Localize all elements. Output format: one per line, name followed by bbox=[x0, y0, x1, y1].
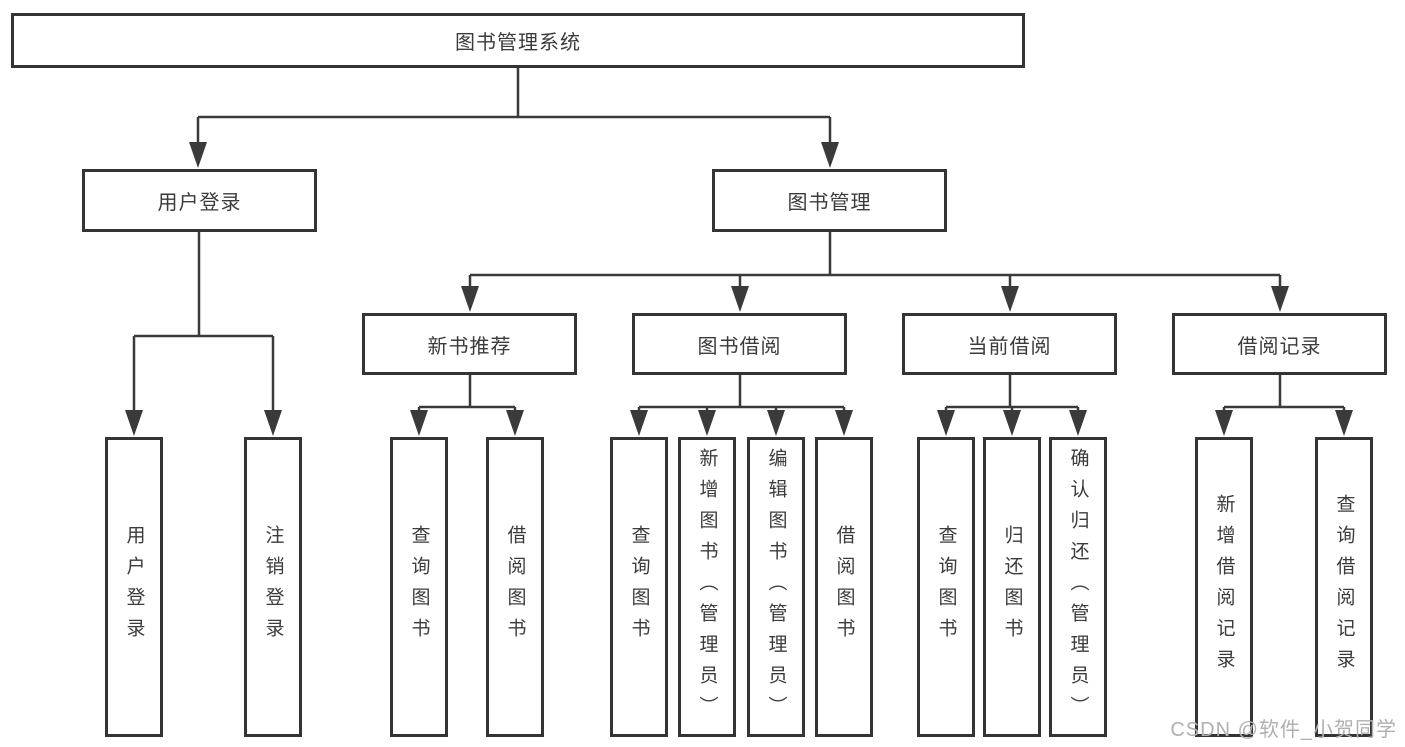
connector-borrow-record-to-leaves bbox=[1215, 375, 1353, 436]
connector-new-book-to-leaves bbox=[410, 375, 524, 436]
leaf-newbook-borrow: 借阅图书 bbox=[486, 437, 544, 737]
connector-book-mgmt-to-modules bbox=[461, 232, 1289, 312]
node-user-login-branch: 用户登录 bbox=[82, 169, 317, 232]
node-book-mgmt: 图书管理 bbox=[712, 169, 947, 232]
leaf-current-query: 查询图书 bbox=[917, 437, 975, 737]
node-root: 图书管理系统 bbox=[11, 13, 1025, 68]
leaf-borrow-edit: 编辑图书（管理员） bbox=[747, 437, 805, 737]
node-current-borrow: 当前借阅 bbox=[902, 313, 1117, 375]
leaf-logout: 注销登录 bbox=[244, 437, 302, 737]
node-new-book-rec: 新书推荐 bbox=[362, 313, 577, 375]
leaf-borrow-add: 新增图书（管理员） bbox=[678, 437, 736, 737]
leaf-current-confirm: 确认归还（管理员） bbox=[1049, 437, 1107, 737]
leaf-record-add: 新增借阅记录 bbox=[1195, 437, 1253, 737]
leaf-user-login: 用户登录 bbox=[105, 437, 163, 737]
connector-current-borrow-to-leaves bbox=[937, 375, 1087, 436]
leaf-newbook-query: 查询图书 bbox=[390, 437, 448, 737]
leaf-borrow-borrow: 借阅图书 bbox=[815, 437, 873, 737]
connector-book-borrow-to-leaves bbox=[630, 375, 853, 436]
node-book-borrow: 图书借阅 bbox=[632, 313, 847, 375]
node-borrow-record: 借阅记录 bbox=[1172, 313, 1387, 375]
leaf-record-query: 查询借阅记录 bbox=[1315, 437, 1373, 737]
leaf-current-return: 归还图书 bbox=[983, 437, 1041, 737]
connector-user-login-to-leaves bbox=[125, 232, 282, 436]
connector-root-to-level2 bbox=[189, 68, 839, 168]
leaf-borrow-query: 查询图书 bbox=[610, 437, 668, 737]
